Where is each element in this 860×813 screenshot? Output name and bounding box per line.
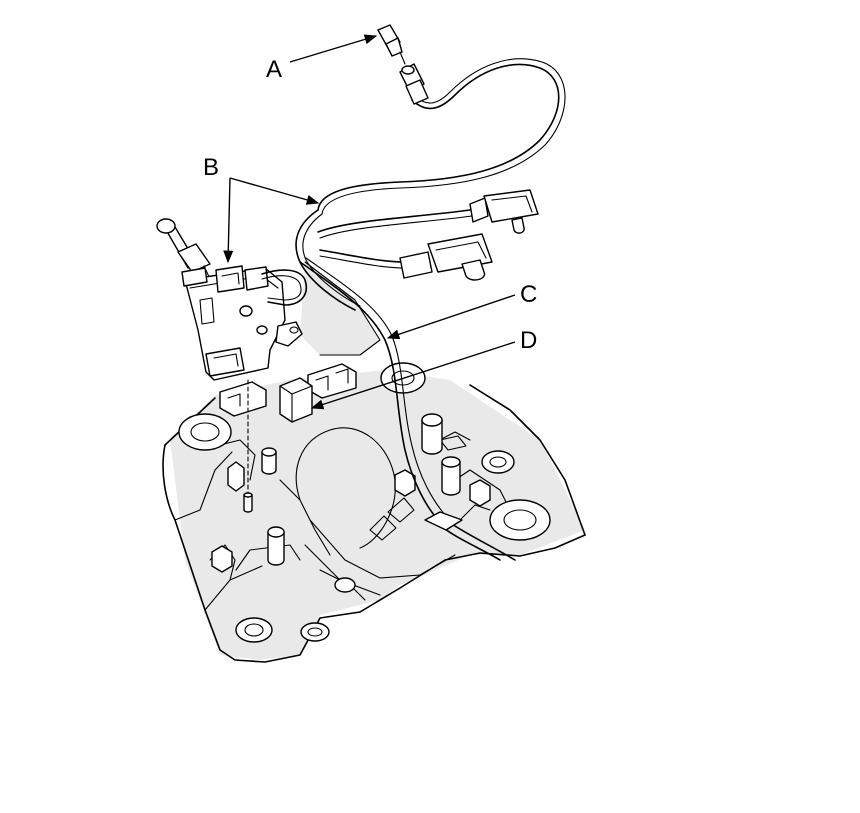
locating-pin-top: [243, 492, 253, 498]
leader-a: [289, 34, 378, 63]
callout-c-label: C: [520, 281, 537, 308]
connector-a: [377, 24, 429, 105]
leader-c: [386, 294, 516, 340]
wire-harness: [295, 58, 566, 561]
leader-b-main: [229, 177, 320, 205]
shift-lever-rod: [156, 218, 219, 301]
locating-pin: [243, 494, 253, 513]
harness-connector-upper: [469, 189, 539, 234]
callout-leaders: [223, 34, 516, 410]
harness-clip-d: [279, 377, 313, 423]
leader-d: [310, 341, 516, 410]
shifter-base-bracket: [162, 362, 586, 663]
solenoid-harness-loop: [261, 269, 307, 306]
solenoid-harness-loop-inner: [261, 275, 302, 301]
callout-d-label: D: [520, 327, 537, 354]
leader-b-branch: [223, 177, 234, 264]
callout-b-label: B: [203, 154, 219, 181]
sensor-mount-plate-edge: [304, 261, 381, 356]
harness-connector-lower: [399, 233, 493, 281]
interlock-solenoid-b: [181, 265, 303, 381]
callout-a-label: A: [266, 56, 282, 83]
sensor-mount-plate: [300, 262, 380, 355]
